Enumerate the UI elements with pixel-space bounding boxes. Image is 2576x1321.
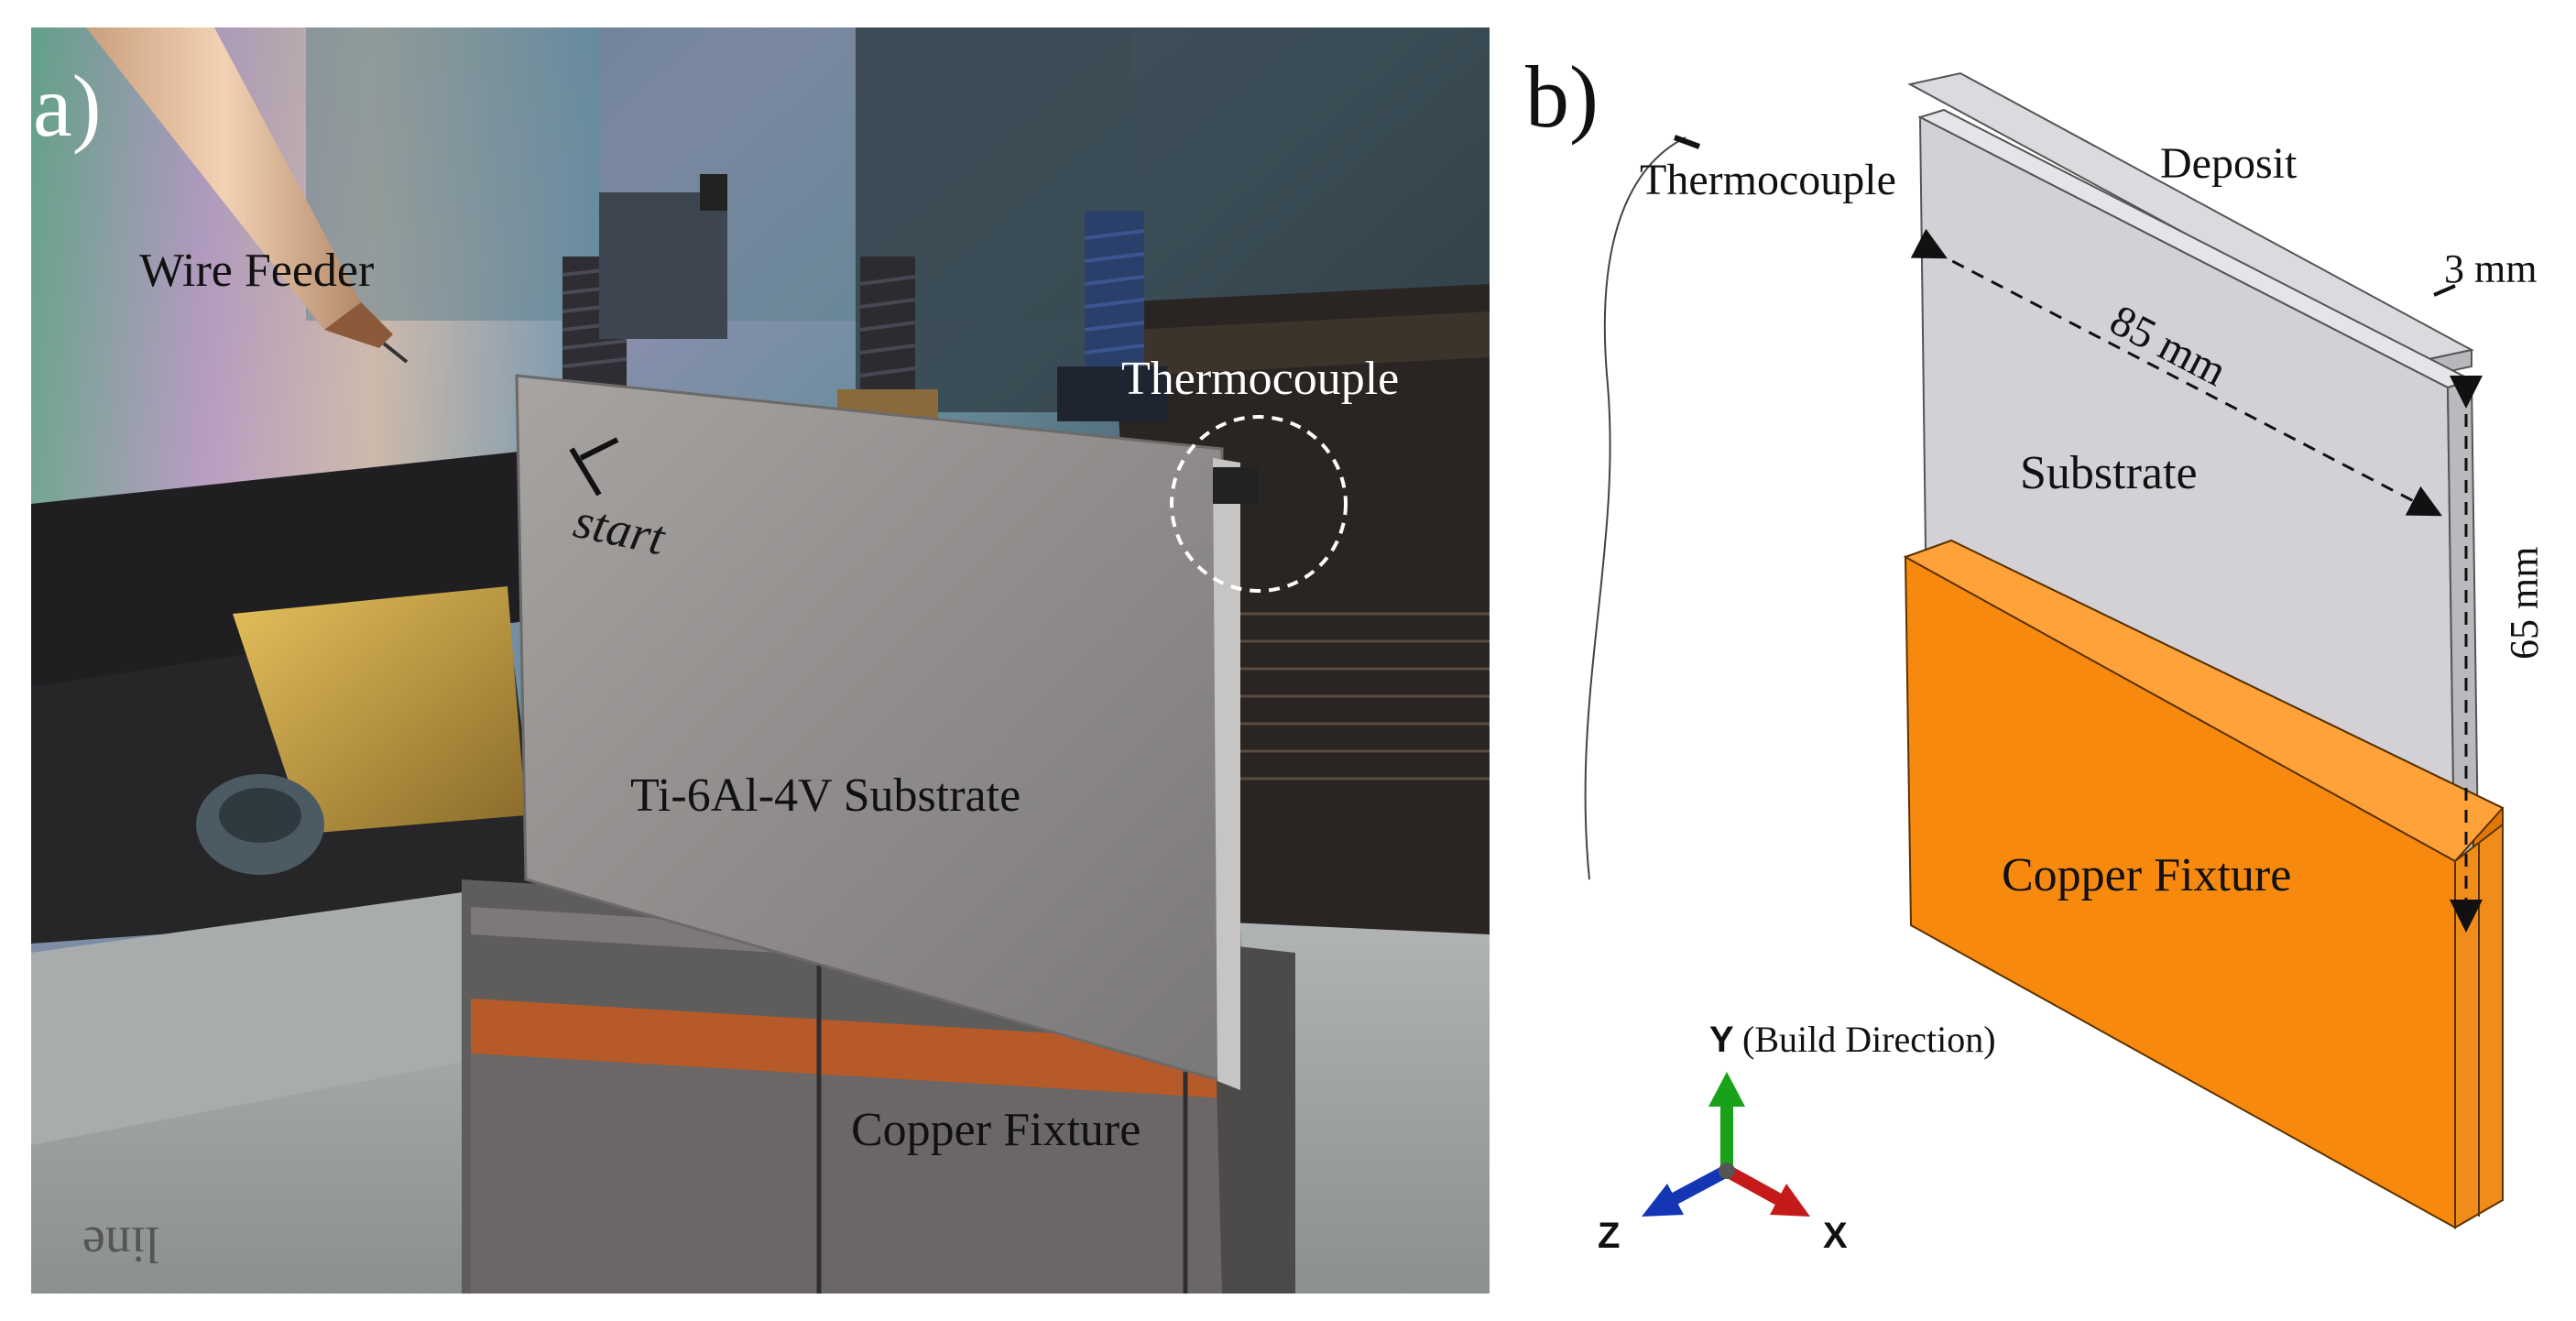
thermocouple-label: Thermocouple bbox=[1640, 156, 1896, 204]
panel-a-label: a) bbox=[33, 57, 102, 155]
wire-feeder-label: Wire Feeder bbox=[139, 245, 374, 297]
height-label: 65 mm bbox=[2502, 547, 2547, 660]
thermocouple-highlight-circle bbox=[1170, 415, 1348, 593]
photo-substrate-plate: start bbox=[515, 374, 1240, 1090]
x-axis-arrowhead bbox=[1770, 1184, 1810, 1217]
thickness-label: 3 mm bbox=[2444, 246, 2537, 291]
axis-triad: Y (Build Direction) Z X bbox=[1598, 1019, 1996, 1256]
y-axis-letter: Y bbox=[1709, 1020, 1734, 1060]
y-axis-arrowhead bbox=[1708, 1072, 1745, 1107]
thermocouple-wire bbox=[1584, 136, 1686, 880]
length-dimension-line bbox=[1910, 228, 2442, 517]
panel-b-label: b) bbox=[1525, 48, 1599, 146]
z-axis-letter: Z bbox=[1598, 1216, 1620, 1256]
photo-illustration: line start a) Wire Feeder bbox=[31, 27, 1490, 1294]
z-axis-arrow bbox=[1668, 1164, 1730, 1206]
photo-fixture-label: Copper Fixture bbox=[851, 1104, 1141, 1156]
substrate-label: Substrate bbox=[2020, 447, 2198, 499]
thermocouple-tip bbox=[1673, 135, 1701, 149]
x-axis-arrow bbox=[1723, 1164, 1784, 1206]
bolt-right bbox=[1057, 211, 1167, 421]
panel-b-schematic: b) bbox=[1502, 0, 2576, 1321]
panel-a-photo: line start a) Wire Feeder bbox=[31, 27, 1490, 1294]
photo-thermocouple bbox=[1213, 467, 1259, 504]
deposit-label: Deposit bbox=[2160, 139, 2298, 188]
wire-feeder-nozzle bbox=[86, 27, 409, 364]
z-axis-arrowhead bbox=[1642, 1184, 1684, 1217]
x-axis-letter: X bbox=[1823, 1216, 1848, 1256]
y-axis-note: (Build Direction) bbox=[1742, 1019, 1996, 1060]
thickness-marker bbox=[2433, 284, 2456, 297]
fixture-label: Copper Fixture bbox=[2002, 849, 2291, 901]
photo-thermocouple-label: Thermocouple bbox=[1121, 353, 1399, 405]
schematic-illustration: b) bbox=[1525, 48, 2547, 1256]
bench-text: line bbox=[82, 1216, 159, 1272]
photo-substrate-label: Ti-6Al-4V Substrate bbox=[630, 770, 1021, 822]
